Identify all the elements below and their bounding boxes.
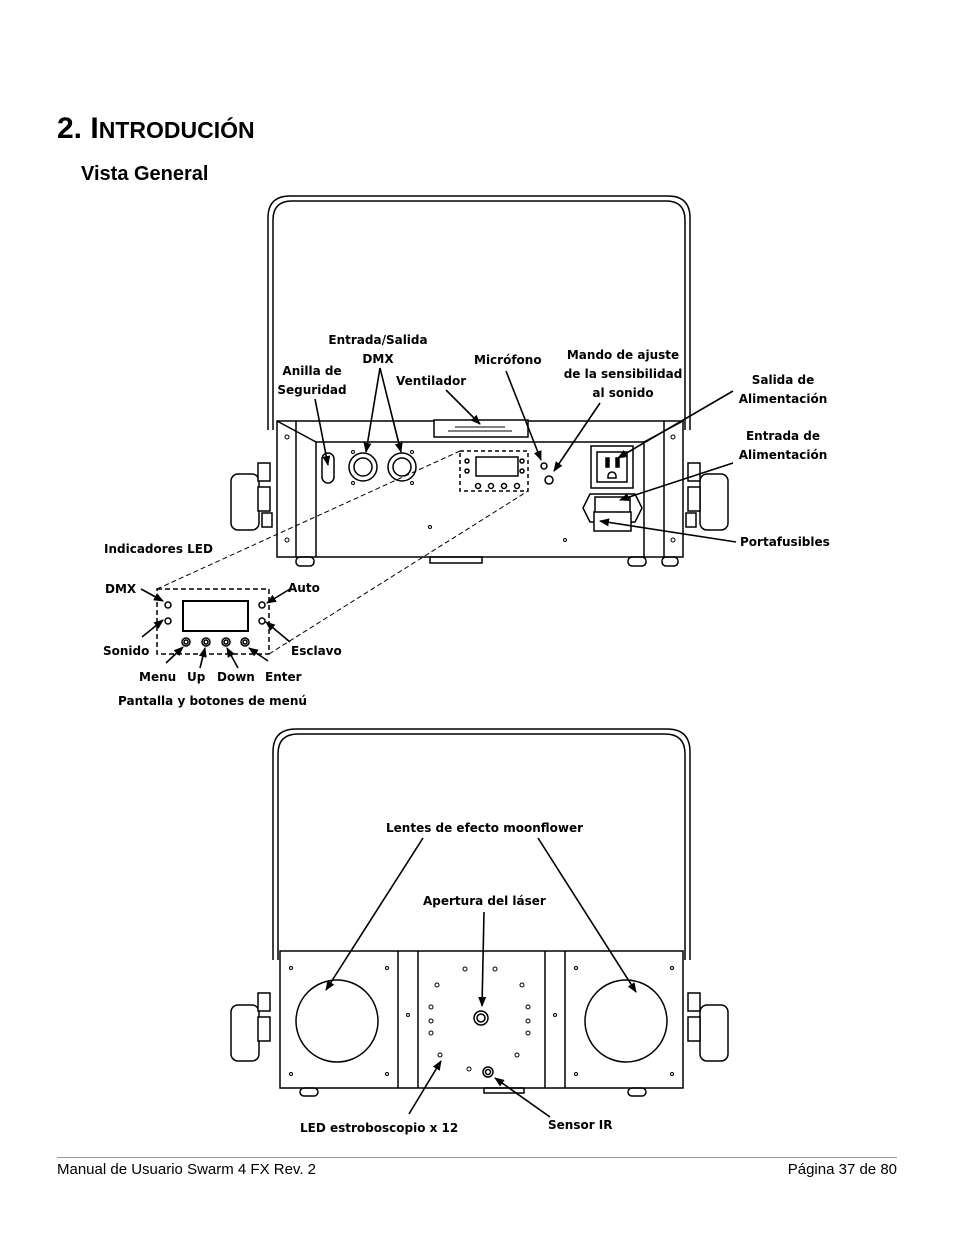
subheading: Vista General: [81, 163, 209, 185]
label-line: Mando de ajuste: [566, 348, 680, 362]
label-power-out: Salida de Alimentación: [733, 371, 833, 409]
label-enter-button: Enter: [265, 670, 302, 684]
label-sound-led: Sonido: [103, 644, 150, 658]
label-sound-knob: Mando de ajuste de la sensibilidad al so…: [563, 346, 683, 403]
label-menu-button: Menu: [139, 670, 177, 684]
footer-page-number: Página 37 de 80: [787, 1161, 897, 1178]
label-up-button: Up: [187, 670, 206, 684]
section-number: 2.: [57, 112, 83, 145]
label-slave-led: Esclavo: [291, 644, 342, 658]
label-power-in: Entrada de Alimentación: [733, 427, 833, 465]
label-safety-ring: Anilla de Seguridad: [277, 362, 347, 400]
label-line: Anilla de: [282, 364, 342, 378]
label-ir-sensor: Sensor IR: [548, 1118, 613, 1132]
label-line: al sonido: [592, 386, 654, 400]
label-display-buttons: Pantalla y botones de menú: [118, 694, 307, 708]
label-line: Seguridad: [277, 383, 347, 397]
footer-manual-title: Manual de Usuario Swarm 4 FX Rev. 2: [57, 1161, 316, 1178]
rear-view-drawing: [230, 195, 729, 567]
label-strobe-led: LED estroboscopio x 12: [300, 1121, 459, 1135]
label-line: Entrada de: [745, 429, 821, 443]
label-fuse-holder: Portafusibles: [740, 535, 830, 549]
label-dmx-led: DMX: [105, 582, 137, 596]
heading-rest: NTRODUCIÓN: [98, 117, 255, 143]
label-line: Alimentación: [738, 448, 828, 462]
section-heading: 2. INTRODUCIÓN: [57, 112, 255, 146]
label-microphone: Micrófono: [474, 353, 542, 367]
label-down-button: Down: [217, 670, 255, 684]
label-line: de la sensibilidad: [563, 367, 683, 381]
label-fan: Ventilador: [396, 374, 467, 388]
rear-callouts: [140, 367, 737, 669]
label-led-indicators: Indicadores LED: [104, 542, 213, 556]
footer-divider: [57, 1157, 897, 1158]
label-line: Salida de: [751, 373, 815, 387]
label-line: Entrada/Salida: [328, 333, 428, 347]
front-callouts: [325, 837, 637, 1118]
label-line: Alimentación: [738, 392, 828, 406]
front-view-drawing: [230, 728, 729, 1097]
label-dmx-io: Entrada/Salida DMX: [328, 331, 428, 369]
label-auto-led: Auto: [288, 581, 320, 595]
label-line: DMX: [362, 352, 394, 366]
heading-first-letter: I: [90, 112, 99, 145]
label-moonflower-lens: Lentes de efecto moonflower: [386, 821, 584, 835]
label-laser-aperture: Apertura del láser: [423, 894, 546, 908]
